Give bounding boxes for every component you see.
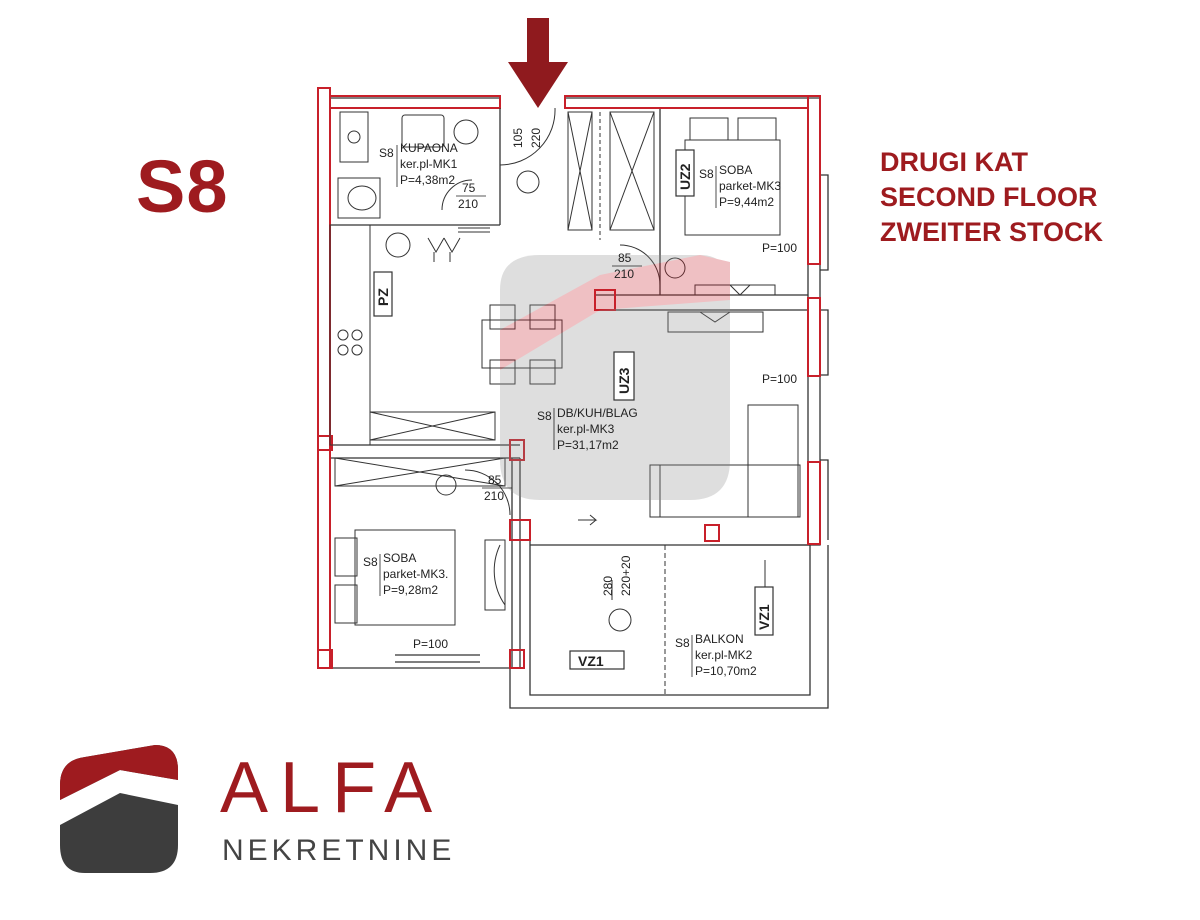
bedroom2-floor: parket-MK3. [383,567,448,581]
living-prefix: S8 [537,409,552,423]
bottom-window [395,654,480,663]
sofa [649,464,801,518]
wall-outline [317,87,331,669]
bedroom2-area: P=9,28m2 [383,583,438,597]
wall-outline [807,95,821,265]
tag-vz1-vertical: VZ1 [756,604,772,630]
floor-label-en: SECOND FLOOR [880,182,1098,212]
floor-label-de: ZWEITER STOCK [880,217,1104,247]
tag-uz2: UZ2 [677,163,693,190]
tag-uz3-box [613,351,635,401]
balcony-floor: ker.pl-MK2 [695,648,753,662]
alfa-logo-icon [60,745,178,873]
entrance-door-height: 220 [529,128,543,148]
bathtub [339,111,369,163]
balcony-area: P=10,70m2 [695,664,757,678]
right-windows [820,174,829,540]
unit-label: S8 [136,145,229,228]
living-area: P=31,17m2 [557,438,619,452]
bedroom1-floor: parket-MK3 [719,179,781,193]
wall-outline [807,461,821,545]
floor-labels: DRUGI KAT SECOND FLOOR ZWEITER STOCK [880,145,1103,250]
bedroom1-door-width: 85 [618,251,632,265]
tag-vz1: VZ1 [578,653,604,669]
tag-pz-box [373,271,393,317]
bedroom1-prefix: S8 [699,167,714,181]
kitchen-counter [329,224,371,446]
bedroom2-prefix: S8 [363,555,378,569]
bedroom2-name: SOBA [383,551,416,565]
brand-name: ALFA [220,748,445,828]
living-sill: P=100 [762,372,797,386]
wall-outline [704,524,720,542]
tag-uz2-box [675,149,695,197]
bathroom-area: P=4,38m2 [400,173,455,187]
entrance-door-width: 105 [511,128,525,148]
washer [453,119,479,145]
tag-uz3: UZ3 [616,367,632,394]
brand-subtitle: NEKRETNINE [222,834,456,867]
wall-outline [509,649,525,669]
toilet [337,177,381,219]
living-name: DB/KUH/BLAG [557,406,638,420]
bed-2 [354,529,456,626]
tag-vz1-box [569,650,625,670]
bedroom2-door-width: 85 [488,473,502,487]
balcony-outline [509,530,829,709]
wall-outline [594,289,616,311]
bathroom-floor: ker.pl-MK1 [400,157,458,171]
wall-outline [509,439,525,461]
living-floor: ker.pl-MK3 [557,422,615,436]
bedroom2-sill: P=100 [413,637,448,651]
sink [401,114,445,148]
bathroom-name: KUPAONA [400,141,458,155]
tag-pz: PZ [375,288,391,306]
tag-vz1-box-vertical [754,586,774,636]
wall-outline [509,519,531,541]
bath-door-width: 75 [462,181,476,195]
balcony-name: BALKON [695,632,744,646]
wall-outline [317,649,333,669]
bedroom1-door-height: 210 [614,267,634,281]
floor-label-hr: DRUGI KAT [880,147,1028,177]
dining-table [481,319,563,369]
balcony-door-width: 280 [601,576,615,596]
bedroom1-name: SOBA [719,163,752,177]
wall-outline [317,435,333,451]
bedroom2-door-height: 210 [484,489,504,503]
floor-plan: PZ UZ2 UZ3 VZ1 VZ1 105 220 75 210 85 210… [317,18,829,709]
balcony-door-height: 220+20 [619,555,633,596]
bedroom1-sill: P=100 [762,241,797,255]
entrance-arrow-icon [508,18,568,108]
entrance-door-arc [499,107,556,166]
bathroom-prefix: S8 [379,146,394,160]
wall-outline [807,297,821,377]
balcony-prefix: S8 [675,636,690,650]
bedroom1-area: P=9,44m2 [719,195,774,209]
entry-lamp [516,170,540,194]
wall-outline [329,95,501,109]
bath-door-height: 210 [458,197,478,211]
